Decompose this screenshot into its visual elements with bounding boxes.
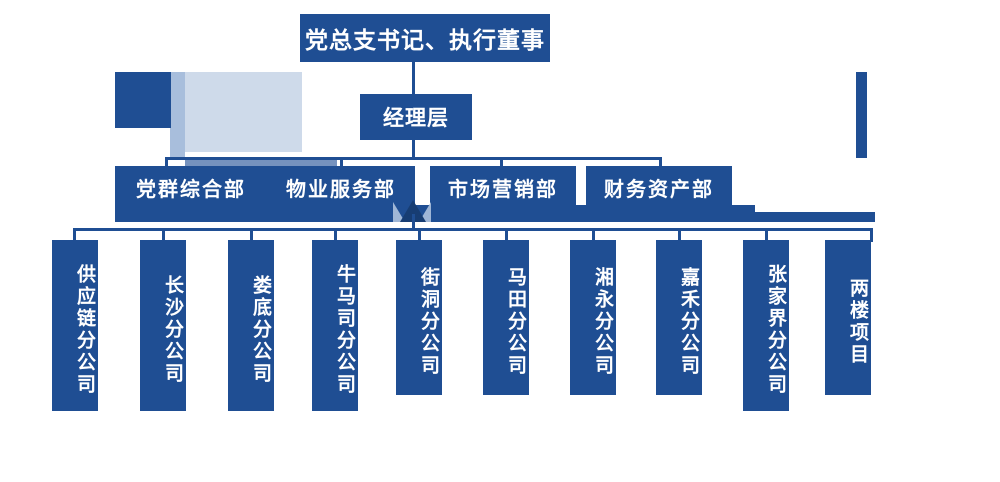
decorative-ribbon-bar [185, 158, 337, 169]
connector-drop-branch-9 [870, 228, 873, 242]
node-department-0-label: 党群综合部 [136, 178, 246, 201]
node-department-3[interactable]: 财务资产部 [586, 166, 732, 208]
connector-branch-bus [73, 228, 873, 231]
node-top-leader[interactable]: 党总支书记、执行董事 [300, 14, 550, 62]
node-branch-6[interactable]: 湘永分公司 [570, 240, 616, 395]
node-department-2[interactable]: 市场营销部 [430, 166, 576, 208]
node-branch-3-label: 牛马司分公司 [334, 263, 355, 396]
decorative-mid-strip [170, 72, 185, 158]
connector-drop-branch-4 [418, 228, 421, 242]
decorative-right-tick [856, 72, 867, 158]
node-branch-4[interactable]: 街洞分公司 [396, 240, 442, 395]
node-branch-4-label: 街洞分公司 [418, 266, 439, 377]
decorative-wide-band [115, 205, 755, 222]
node-branch-1[interactable]: 长沙分公司 [140, 240, 186, 411]
node-department-3-label: 财务资产部 [604, 178, 714, 201]
node-branch-7-label: 嘉禾分公司 [678, 266, 699, 377]
node-branch-6-label: 湘永分公司 [592, 266, 613, 377]
decorative-light-panel [185, 72, 302, 152]
connector-drop-branch-3 [334, 228, 337, 242]
node-branch-8[interactable]: 张家界分公司 [743, 240, 789, 411]
connector-top-to-management [412, 62, 415, 94]
decorative-wide-band-extension [755, 212, 875, 222]
node-top-leader-label: 党总支书记、执行董事 [305, 28, 545, 53]
node-management[interactable]: 经理层 [360, 94, 472, 140]
node-department-1-label: 物业服务部 [286, 178, 396, 201]
node-branch-8-label: 张家界分公司 [765, 263, 786, 396]
node-branch-9[interactable]: 两楼项目 [825, 240, 871, 395]
connector-drop-branch-8 [765, 228, 768, 242]
node-branch-7[interactable]: 嘉禾分公司 [656, 240, 702, 395]
node-branch-0-label: 供应链分公司 [74, 263, 95, 396]
node-branch-3[interactable]: 牛马司分公司 [312, 240, 358, 411]
connector-band-down [412, 214, 415, 230]
chevron-up-icon [400, 200, 426, 222]
connector-drop-dept-3 [500, 157, 503, 172]
node-management-label: 经理层 [383, 106, 449, 130]
connector-drop-branch-6 [592, 228, 595, 242]
connector-management-down [412, 140, 415, 158]
connector-drop-branch-7 [678, 228, 681, 242]
node-branch-1-label: 长沙分公司 [162, 274, 183, 385]
connector-drop-dept-1 [165, 157, 168, 172]
node-branch-2-label: 娄底分公司 [250, 274, 271, 385]
node-branch-5[interactable]: 马田分公司 [483, 240, 529, 395]
node-department-0[interactable]: 党群综合部 [115, 166, 267, 208]
node-department-2-label: 市场营销部 [448, 178, 558, 201]
node-branch-2[interactable]: 娄底分公司 [228, 240, 274, 411]
node-branch-0[interactable]: 供应链分公司 [52, 240, 98, 411]
node-branch-9-label: 两楼项目 [847, 277, 868, 366]
decorative-dark-square [115, 72, 171, 128]
connector-drop-dept-4 [659, 157, 662, 172]
connector-drop-branch-5 [505, 228, 508, 242]
connector-drop-branch-0 [73, 228, 76, 242]
connector-department-bus [165, 157, 662, 160]
node-department-1[interactable]: 物业服务部 [267, 166, 415, 208]
connector-drop-branch-2 [250, 228, 253, 242]
connector-drop-dept-2 [340, 157, 343, 172]
node-branch-5-label: 马田分公司 [505, 266, 526, 377]
connector-drop-branch-1 [162, 228, 165, 242]
